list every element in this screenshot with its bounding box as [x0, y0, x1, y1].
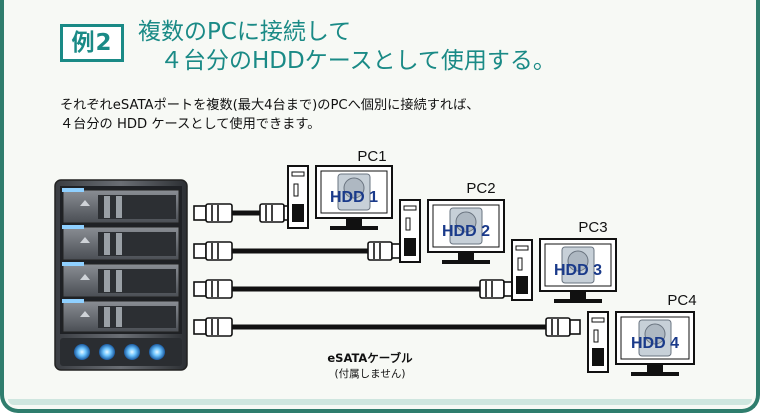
- pc2: PC2 HDD 2: [399, 180, 505, 264]
- cable-caption: eSATAケーブル: [327, 351, 413, 365]
- pc2-hdd-label: HDD 2: [442, 223, 490, 240]
- description: それぞれeSATAポートを複数(最大4台まで)のPCへ個別に接続すれば、 ４台分…: [60, 96, 480, 134]
- panel-shadow: [8, 399, 752, 405]
- example-title: 複数のPCに接続して ４台分のHDDケースとして使用する。: [138, 18, 556, 76]
- example-badge: 例2: [60, 24, 124, 62]
- led-indicator-1: [74, 344, 90, 360]
- pc1-label: PC1: [357, 148, 386, 165]
- enclosure-connectors: [193, 203, 233, 337]
- esata-cables: [229, 210, 563, 330]
- connector-enclosure-1: [193, 203, 233, 223]
- pc2-label: PC2: [466, 180, 495, 197]
- title-line-1: 複数のPCに接続して: [138, 19, 352, 45]
- drive-tray-2: [62, 225, 180, 261]
- pc3-label: PC3: [578, 219, 607, 236]
- drive-tray-4: [62, 299, 180, 333]
- description-line-1: それぞれeSATAポートを複数(最大4台まで)のPCへ個別に接続すれば、: [60, 98, 480, 113]
- pc1: PC1 HDD 1: [287, 148, 393, 230]
- led-indicator-4: [149, 344, 165, 360]
- pc4-hdd-label: HDD 4: [631, 335, 679, 352]
- drive-tray-1: [62, 188, 180, 224]
- title-line-2: ４台分のHDDケースとして使用する。: [160, 48, 556, 74]
- cable-note: (付属しません): [334, 368, 406, 380]
- drive-tray-3: [62, 262, 180, 298]
- pc3-hdd-label: HDD 3: [554, 262, 602, 279]
- hdd-enclosure: [54, 179, 188, 371]
- pc1-hdd-label: HDD 1: [330, 189, 378, 206]
- connector-pc4: [545, 317, 581, 337]
- description-line-2: ４台分の HDD ケースとして使用できます。: [60, 117, 321, 132]
- connector-enclosure-4: [193, 317, 233, 337]
- connector-enclosure-2: [193, 241, 233, 261]
- connector-pc3: [479, 279, 515, 299]
- led-indicator-3: [124, 344, 140, 360]
- connector-pc2: [367, 241, 403, 261]
- pc4-label: PC4: [667, 292, 696, 309]
- connector-enclosure-3: [193, 279, 233, 299]
- pc3: PC3 HDD 3: [511, 219, 617, 303]
- led-indicator-2: [99, 344, 115, 360]
- pc4: PC4 HDD 4: [587, 292, 697, 376]
